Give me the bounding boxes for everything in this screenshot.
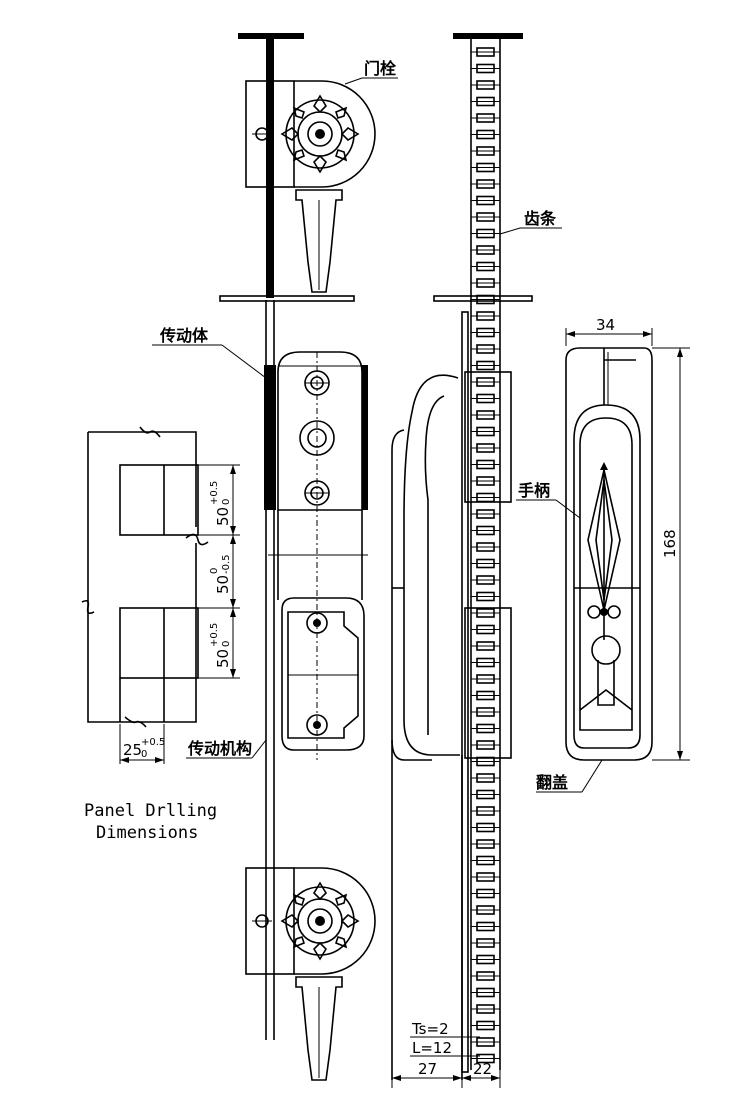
dim-mid-tol-lower: -0.5 <box>221 554 232 574</box>
dim-top-tol-lower: 0 <box>221 499 232 505</box>
handle-height-dim: 168 <box>661 529 679 558</box>
dim-bot-tol-lower: 0 <box>221 641 232 647</box>
panel-caption-line1: Panel Drlling <box>84 801 217 821</box>
dim-bot-value: 50 <box>214 649 232 668</box>
handle-assembly <box>565 347 653 761</box>
transmission-mechanism-label: 传动机构 <box>187 739 252 758</box>
latch-label: 门栓 <box>364 59 397 78</box>
dim-bot-tol-upper: +0.5 <box>209 623 220 647</box>
dim-top-value: 50 <box>214 507 232 526</box>
dim-mid-value: 50 <box>214 575 232 594</box>
mechanism-screw-top-icon <box>306 612 328 634</box>
bottom-dimensions: 27 22 Ts=2 L=12 <box>391 1020 501 1088</box>
panel-drilling: 50 +0.5 0 50 0 -0.5 50 +0.5 0 25 +0.5 0 … <box>81 426 240 843</box>
bottom-dim-right: 22 <box>473 1060 492 1078</box>
rack-teeth <box>471 47 500 1064</box>
handle-label: 手柄 <box>518 481 550 500</box>
transmission-body-label: 传动体 <box>159 326 209 345</box>
dim-mid-tol-upper: 0 <box>209 568 220 574</box>
callouts: 门栓 齿条 传动体 手柄 传动机构 翻盖 <box>152 59 603 793</box>
panel-caption-line2: Dimensions <box>96 823 198 843</box>
handle-width-dim: 34 <box>596 316 615 334</box>
keyhole-icon <box>591 635 621 706</box>
bottom-gear-icon <box>280 881 360 961</box>
dim-width-tol-upper: +0.5 <box>141 737 165 748</box>
dim-top-tol-upper: +0.5 <box>209 481 220 505</box>
rack-assembly <box>391 33 533 1080</box>
ts-dim: Ts=2 <box>411 1020 449 1038</box>
flip-cover-label: 翻盖 <box>536 773 568 792</box>
dim-width-value: 25 <box>123 741 142 759</box>
l-dim: L=12 <box>412 1039 452 1057</box>
dim-width-tol-lower: 0 <box>141 749 147 760</box>
top-gear-icon <box>280 94 360 174</box>
bottom-dim-left: 27 <box>418 1060 437 1078</box>
left-assembly <box>219 33 376 1081</box>
rack-label: 齿条 <box>524 209 557 228</box>
handle-dimensions: 34 168 <box>565 316 690 761</box>
mechanism-screw-bottom-icon <box>306 714 328 736</box>
